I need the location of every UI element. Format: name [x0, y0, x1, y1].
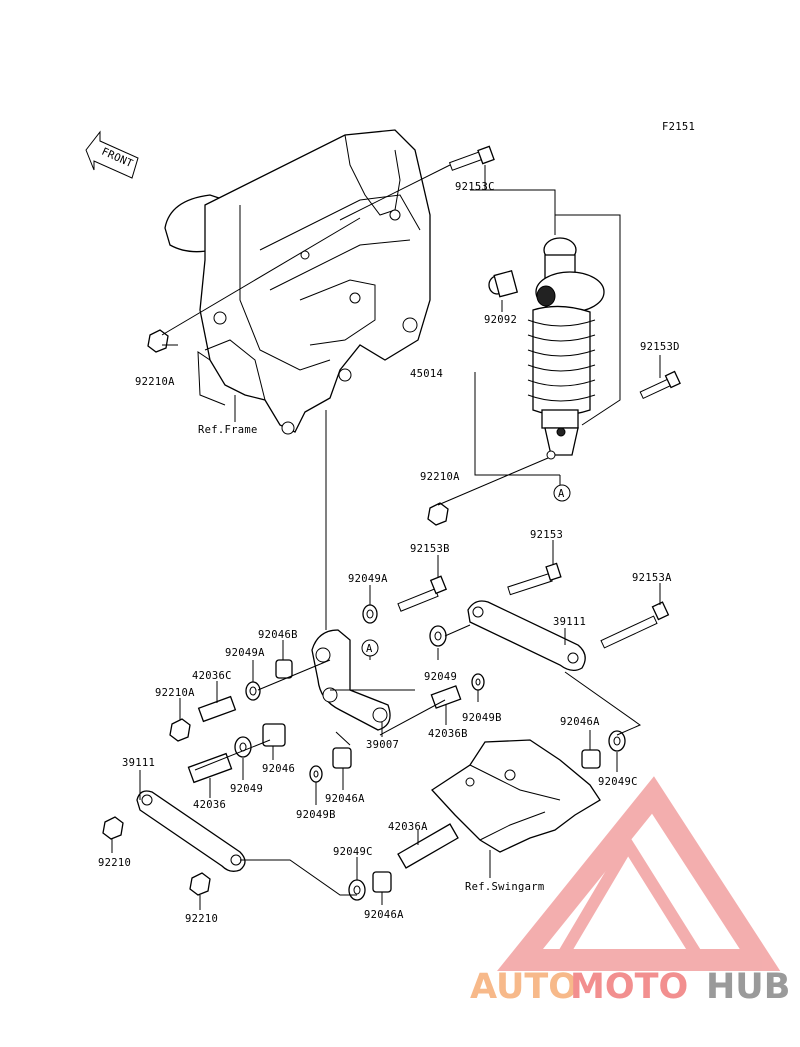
watermark-moto: MOTO	[570, 967, 688, 1007]
label-92153d: 92153D	[640, 341, 680, 353]
tie-rod-right	[467, 600, 586, 672]
shock-absorber	[527, 237, 605, 460]
nut-92210-1	[102, 816, 124, 840]
watermark-hub: HUB	[706, 967, 790, 1007]
label-92210a-top: 92210A	[135, 376, 175, 388]
label-92210-1: 92210	[98, 857, 131, 869]
bushing-42036c	[197, 695, 237, 723]
washer-92049a-1	[362, 604, 378, 624]
callout-a-top-label: A	[558, 488, 565, 500]
callout-a-link-label: A	[366, 643, 373, 655]
label-92210a-mid: 92210A	[420, 471, 460, 483]
washer-92049c-2	[348, 879, 366, 901]
label-92049-low: 92049	[230, 783, 263, 795]
label-42036c: 42036C	[192, 670, 232, 682]
callout-a-top: A	[553, 484, 571, 502]
washer-92049b-2	[309, 765, 323, 783]
callout-a-link: A	[361, 639, 379, 657]
label-92210a-low: 92210A	[155, 687, 195, 699]
label-92049c-2: 92049C	[333, 846, 373, 858]
leader-lines	[161, 164, 661, 660]
label-92153b: 92153B	[410, 543, 450, 555]
bolt-92153d	[639, 370, 681, 400]
watermark-auto: AUTO	[470, 967, 578, 1007]
washer-92049b-1	[471, 673, 485, 691]
bushing-42036a	[397, 823, 459, 869]
label-92049b-1: 92049B	[462, 712, 502, 724]
ref-swingarm-label: Ref.Swingarm	[465, 881, 544, 893]
watermark-logo	[497, 776, 781, 971]
label-92049a-2: 92049A	[225, 647, 265, 659]
nut-92210a-mid	[427, 502, 449, 526]
label-92153c: 92153C	[455, 181, 495, 193]
nut-92210a-low	[169, 718, 191, 742]
nut-92210-2	[189, 872, 211, 896]
bushing-42036	[187, 752, 233, 784]
label-92046a-3: 92046A	[364, 909, 404, 921]
label-42036: 42036	[193, 799, 226, 811]
bushing-42036b	[430, 685, 462, 709]
label-92049b-2: 92049B	[296, 809, 336, 821]
label-92210-2: 92210	[185, 913, 218, 925]
label-39111-left: 39111	[122, 757, 155, 769]
collar-92046a-1	[332, 747, 352, 769]
rocker-39007	[311, 629, 391, 731]
label-92046a-2: 92046A	[325, 793, 365, 805]
tie-rod-left	[136, 790, 246, 872]
label-39111-right: 39111	[553, 616, 586, 628]
bolt-92153c	[448, 145, 495, 171]
collar-92046	[262, 723, 286, 747]
washer-92049-low	[234, 736, 252, 758]
label-45014: 45014	[410, 368, 443, 380]
collar-92046b	[275, 659, 293, 679]
label-92153: 92153	[530, 529, 563, 541]
part-labels: 92153C 92092 92153D 45014 92210A Ref.Fra…	[98, 181, 680, 925]
bolt-92153	[507, 562, 562, 596]
label-92046a-1: 92046A	[560, 716, 600, 728]
label-92049c-1: 92049C	[598, 776, 638, 788]
frame-drawing	[164, 129, 431, 435]
swingarm-drawing	[431, 739, 601, 853]
collar-92092	[488, 270, 519, 298]
ref-frame-label: Ref.Frame	[198, 424, 258, 436]
washer-92049a-2	[245, 681, 261, 701]
bolt-92153b	[397, 575, 448, 612]
collar-92046a-3	[372, 871, 392, 893]
label-92046: 92046	[262, 763, 295, 775]
front-arrow: FRONT	[85, 130, 139, 179]
bolt-92153a	[600, 601, 670, 649]
label-92153a: 92153A	[632, 572, 672, 584]
label-92092: 92092	[484, 314, 517, 326]
linkage-leaders	[111, 540, 661, 910]
collar-92046a-2	[581, 749, 601, 769]
washer-92049c-1	[608, 730, 626, 752]
label-39007: 39007	[366, 739, 399, 751]
nut-92210a-top	[147, 329, 169, 353]
label-92049a-1: 92049A	[348, 573, 388, 585]
label-42036b: 42036B	[428, 728, 468, 740]
washer-92049-mid	[429, 625, 447, 647]
label-92046b: 92046B	[258, 629, 298, 641]
watermark-text: AUTO MOTO HUB	[470, 967, 790, 1007]
label-42036a: 42036A	[388, 821, 428, 833]
label-92049-mid: 92049	[424, 671, 457, 683]
figure-code: F2151	[662, 121, 695, 133]
